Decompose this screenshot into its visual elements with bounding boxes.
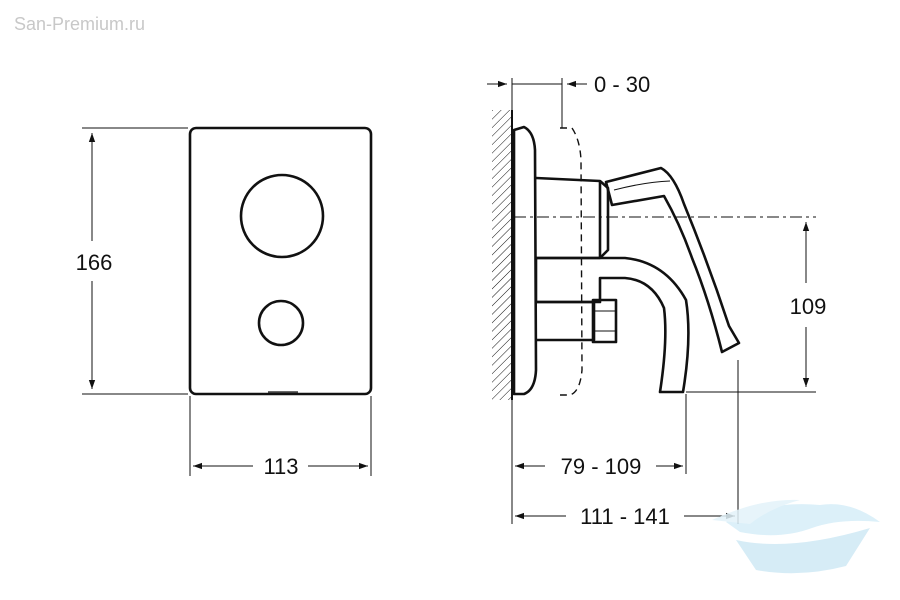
adjust-offset-label: 0 - 30 — [594, 72, 650, 97]
dimension-axis-height: 109 — [686, 222, 827, 393]
valve-body-upper — [535, 176, 610, 260]
bath-spout — [534, 256, 690, 394]
width-label: 113 — [263, 454, 298, 479]
front-view — [188, 126, 373, 396]
adjusted-plate-outline — [560, 127, 583, 396]
cover-plate — [188, 126, 373, 396]
watermark-site-name: San-Premium.ru — [14, 14, 145, 34]
dimension-adjust-offset: 0 - 30 — [487, 72, 650, 130]
diverter-stem — [536, 300, 596, 342]
axis-height-label: 109 — [790, 294, 827, 319]
mixer-handle-circle — [239, 173, 325, 259]
dimension-depth-spout: 79 - 109 — [511, 394, 687, 524]
lever-handle-edge — [613, 180, 671, 191]
bathtub-wave-logo-icon — [712, 499, 880, 574]
wall-hatching — [492, 110, 512, 400]
diverter-nut — [591, 298, 618, 344]
cover-plate-side — [512, 125, 538, 396]
height-label: 166 — [76, 250, 113, 275]
side-view — [492, 110, 741, 400]
dimension-height: 166 — [76, 127, 188, 395]
lever-handle — [604, 166, 741, 354]
dimension-width: 113 — [189, 396, 372, 479]
dimension-depth-total: 111 - 141 — [515, 360, 739, 529]
depth-total-label: 111 - 141 — [580, 504, 670, 529]
depth-spout-label: 79 - 109 — [561, 454, 642, 479]
diverter-knob-circle — [257, 299, 305, 347]
